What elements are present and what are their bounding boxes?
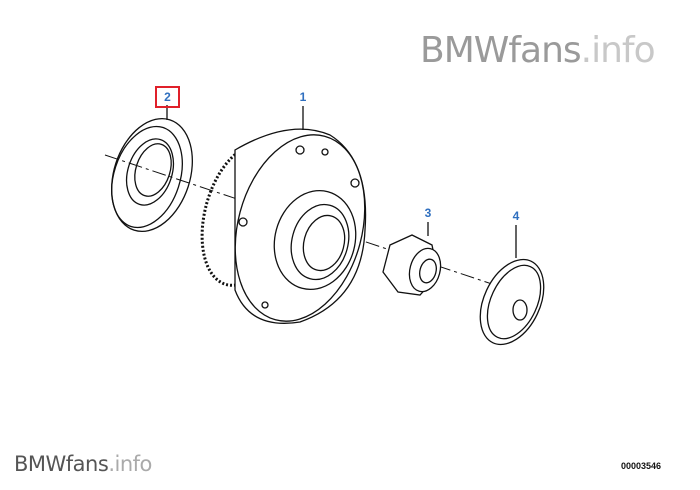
wheel-hub-drawing [200,106,367,324]
watermark-logo-top: BMWfans.info [420,30,656,71]
watermark-brand: BMWfans [420,30,582,71]
callout-4-grease-cap[interactable]: 4 [512,209,520,223]
callout-1-wheel-hub[interactable]: 1 [299,90,307,104]
watermark-suffix: .info [108,452,152,476]
callout-2-shaft-seal[interactable]: 2 [155,86,180,108]
watermark-brand: BMWfans [14,452,109,476]
diagram-number: 00003546 [621,461,662,471]
collar-nut-drawing [382,222,442,296]
grease-cap-drawing [479,225,545,346]
shaft-seal-drawing [111,105,193,233]
watermark-suffix: .info [580,30,656,71]
watermark-logo-bottom: BMWfans.info [14,452,152,476]
callout-3-collar-nut[interactable]: 3 [424,206,432,220]
